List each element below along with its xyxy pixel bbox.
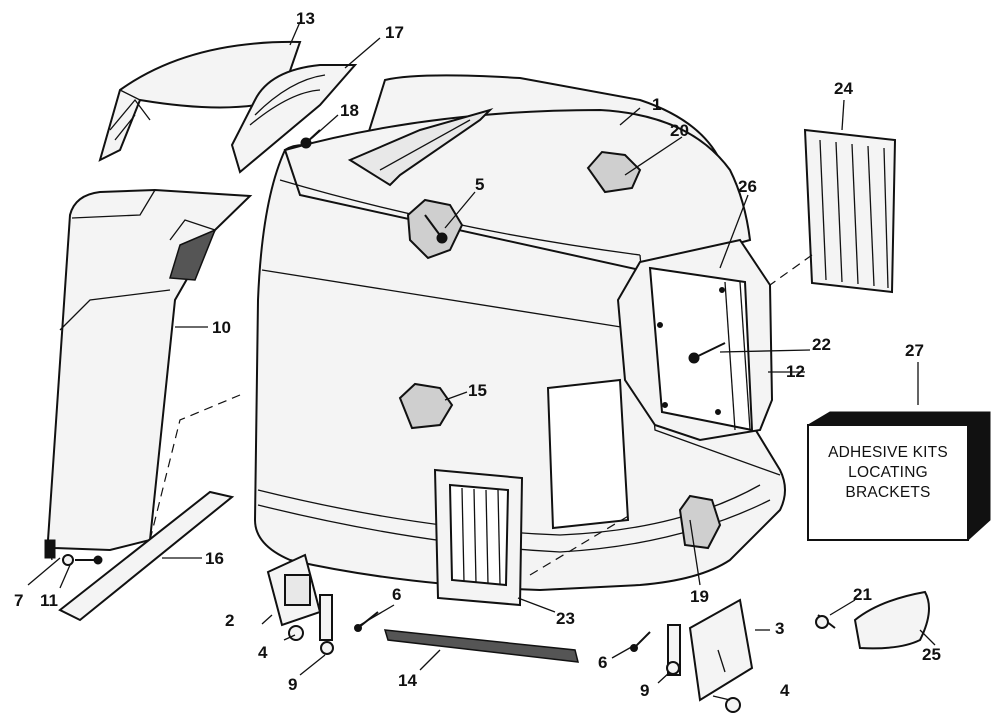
pad-19 (678, 494, 722, 550)
callout-9-right: 9 (640, 681, 649, 700)
callout-24: 24 (834, 79, 853, 98)
adhesive-kit-box: ADHESIVE KITS LOCATING BRACKETS (807, 411, 991, 541)
callout-1: 1 (652, 95, 661, 114)
clip-7 (44, 539, 56, 559)
callout-25: 25 (922, 645, 941, 664)
callout-20: 20 (670, 121, 689, 140)
grille-23 (433, 468, 631, 607)
pad-25 (853, 590, 930, 650)
callout-4-left: 4 (258, 643, 268, 662)
screw-6-right (630, 631, 651, 652)
callout-10: 10 (212, 318, 231, 337)
screw-11 (62, 554, 103, 566)
engine-cover (253, 74, 786, 592)
callout-2: 2 (225, 611, 234, 630)
leader-lines (27, 21, 936, 701)
clip-9-right (666, 624, 681, 676)
callout-27: 27 (905, 341, 924, 360)
callout-26: 26 (738, 177, 757, 196)
side-housing-10 (46, 188, 253, 561)
grille-24 (769, 128, 897, 294)
callout-3: 3 (775, 619, 784, 638)
rail-17 (230, 64, 358, 174)
kit-line-1: ADHESIVE KITS (828, 444, 948, 461)
bracket-3 (688, 598, 754, 713)
callout-16: 16 (205, 549, 224, 568)
callout-17: 17 (385, 23, 404, 42)
clip-9-left (319, 594, 334, 655)
callout-11: 11 (40, 591, 58, 610)
callout-12: 12 (786, 362, 805, 381)
callout-14: 14 (398, 671, 417, 690)
callout-23: 23 (556, 609, 575, 628)
kit-line-3: BRACKETS (845, 484, 930, 501)
callout-6-left: 6 (392, 585, 401, 604)
pad-5 (406, 198, 464, 260)
bracket-2 (266, 553, 322, 641)
callout-7: 7 (14, 591, 23, 610)
callout-19: 19 (690, 587, 709, 606)
callout-15: 15 (468, 381, 487, 400)
callout-9-left: 9 (288, 675, 297, 694)
callout-5: 5 (475, 175, 484, 194)
callout-22: 22 (812, 335, 831, 354)
callout-21: 21 (853, 585, 872, 604)
pad-20 (586, 150, 642, 194)
side-panel-26 (616, 238, 774, 442)
strip-16 (58, 490, 235, 622)
pad-15 (398, 382, 454, 430)
strip-14 (383, 629, 579, 663)
cap-13 (98, 40, 302, 162)
callout-4-right: 4 (780, 681, 790, 700)
kit-line-2: LOCATING (848, 464, 928, 481)
callout-6-right: 6 (598, 653, 607, 672)
callout-18: 18 (340, 101, 359, 120)
screw-21 (815, 614, 836, 629)
callout-13: 13 (296, 9, 315, 28)
callout-labels: 1 2 3 4 4 5 6 6 7 9 9 10 11 12 13 14 15 … (14, 9, 941, 700)
